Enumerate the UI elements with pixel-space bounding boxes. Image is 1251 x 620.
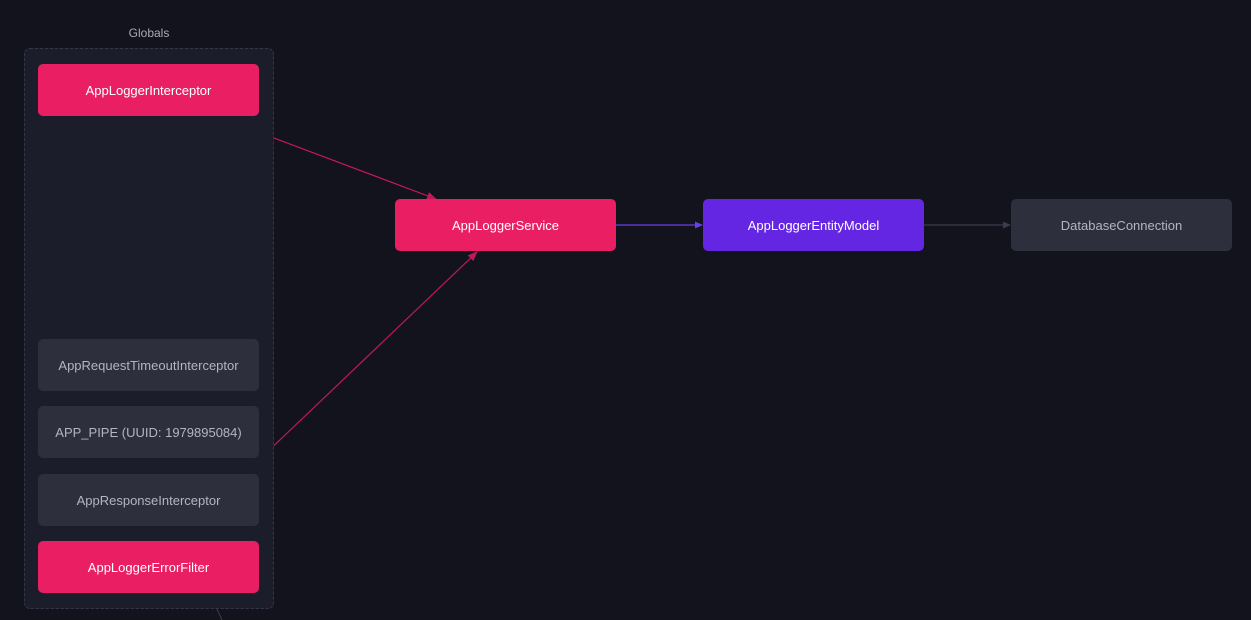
node-app-request-timeout-interceptor[interactable]: AppRequestTimeoutInterceptor [38,339,259,391]
node-app-logger-error-filter[interactable]: AppLoggerErrorFilter [38,541,259,593]
node-app-logger-interceptor[interactable]: AppLoggerInterceptor [38,64,259,116]
node-app-logger-service[interactable]: AppLoggerService [395,199,616,251]
node-app-pipe[interactable]: APP_PIPE (UUID: 1979895084) [38,406,259,458]
node-database-connection[interactable]: DatabaseConnection [1011,199,1232,251]
node-app-response-interceptor[interactable]: AppResponseInterceptor [38,474,259,526]
node-app-logger-entity-model[interactable]: AppLoggerEntityModel [703,199,924,251]
globals-group-label: Globals [128,26,170,40]
